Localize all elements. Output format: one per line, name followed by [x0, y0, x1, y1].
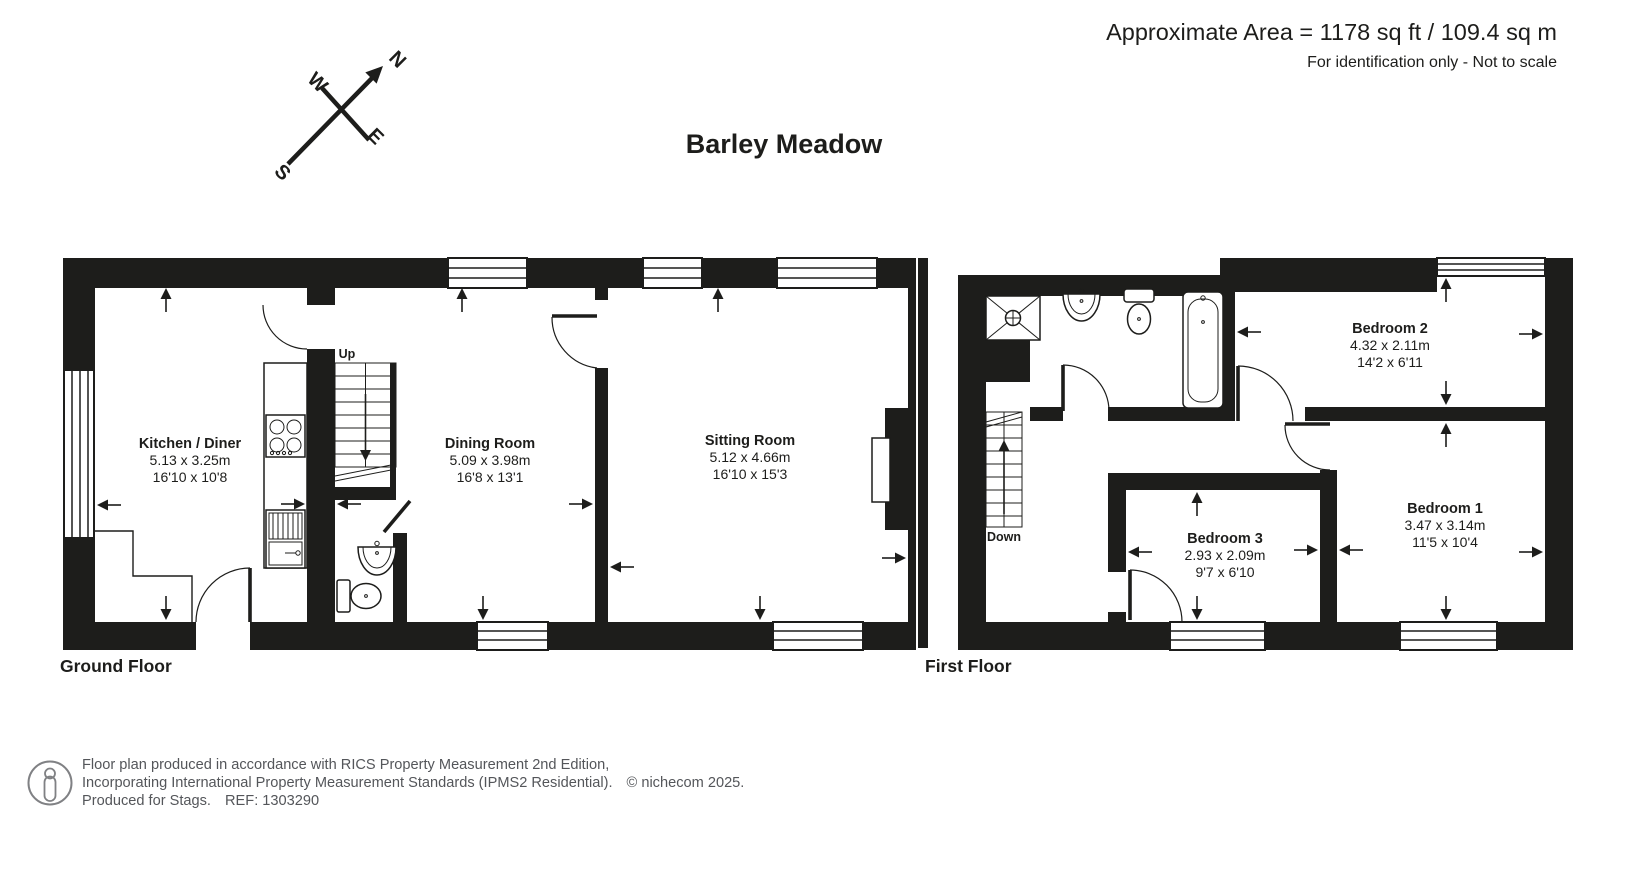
first-floor-walls [918, 258, 1573, 650]
svg-text:Bedroom 2: Bedroom 2 [1352, 321, 1428, 337]
first-floor-label: First Floor [925, 656, 1012, 676]
compass-east-label: E [363, 124, 388, 149]
hob-icon [265, 414, 306, 458]
footer-line-1: Floor plan produced in accordance with R… [82, 757, 609, 773]
shower-icon [985, 295, 1041, 341]
bath-icon [1182, 291, 1224, 409]
basin-icon [357, 540, 397, 576]
room-label-bedroom-3: Bedroom 3 2.93 x 2.09m 9'7 x 6'10 [1185, 531, 1266, 580]
ground-floor-label: Ground Floor [60, 656, 172, 676]
svg-text:Sitting Room: Sitting Room [705, 433, 795, 449]
dimension-arrows-ground [97, 288, 906, 620]
toilet-icon [1123, 288, 1155, 335]
svg-text:5.13 x 3.25m: 5.13 x 3.25m [150, 452, 231, 468]
room-label-bedroom-1: Bedroom 1 3.47 x 3.14m 11'5 x 10'4 [1405, 501, 1486, 550]
room-label-dining-room: Dining Room 5.09 x 3.98m 16'8 x 13'1 [445, 436, 535, 485]
svg-text:16'10 x 15'3: 16'10 x 15'3 [713, 466, 788, 482]
toilet-icon [336, 579, 382, 613]
stairs-up: Up [334, 347, 397, 482]
header: Approximate Area = 1178 sq ft / 109.4 sq… [686, 19, 1557, 159]
svg-text:Kitchen / Diner: Kitchen / Diner [139, 436, 242, 452]
svg-text:9'7 x 6'10: 9'7 x 6'10 [1195, 564, 1254, 580]
stairs-up-label: Up [339, 347, 356, 361]
ground-floor-plan: Up [60, 257, 916, 676]
svg-text:3.47 x 3.14m: 3.47 x 3.14m [1405, 517, 1486, 533]
svg-text:4.32 x 2.11m: 4.32 x 2.11m [1350, 337, 1430, 353]
sink-icon [265, 509, 306, 569]
svg-text:2.93 x 2.09m: 2.93 x 2.09m [1185, 547, 1266, 563]
fireplace [871, 437, 891, 503]
first-floor-plan: Down Bedroom 2 4.32 x 2.11m [918, 257, 1573, 676]
compass-icon: N W E S [270, 47, 410, 185]
footer: Floor plan produced in accordance with R… [27, 757, 744, 809]
page-title: Barley Meadow [686, 129, 884, 159]
footer-line-2: Incorporating International Property Mea… [82, 775, 744, 791]
room-label-sitting-room: Sitting Room 5.12 x 4.66m 16'10 x 15'3 [705, 433, 795, 482]
window-icon [63, 257, 878, 651]
svg-text:14'2 x 6'11: 14'2 x 6'11 [1357, 354, 1423, 370]
person-icon [27, 760, 73, 806]
reference-number: REF: 1303290 [225, 793, 319, 809]
footer-line-3: Produced for Stags.REF: 1303290 [82, 793, 319, 809]
svg-text:Dining Room: Dining Room [445, 436, 535, 452]
copyright-text: © nichecom 2025. [627, 775, 745, 791]
door-arc [1061, 364, 1331, 623]
compass-north-label: N [384, 47, 410, 73]
basin-icon [1062, 288, 1101, 322]
room-label-bedroom-2: Bedroom 2 4.32 x 2.11m 14'2 x 6'11 [1350, 321, 1430, 370]
scale-note-text: For identification only - Not to scale [1307, 54, 1557, 71]
approximate-area-text: Approximate Area = 1178 sq ft / 109.4 sq… [1106, 19, 1557, 45]
window-icon [1169, 257, 1546, 651]
stairs-down-label: Down [987, 530, 1021, 544]
room-label-kitchen-diner: Kitchen / Diner 5.13 x 3.25m 16'10 x 10'… [139, 436, 242, 485]
svg-text:Bedroom 3: Bedroom 3 [1187, 531, 1263, 547]
svg-text:16'8 x 13'1: 16'8 x 13'1 [457, 469, 524, 485]
svg-text:11'5 x 10'4: 11'5 x 10'4 [1412, 534, 1478, 550]
svg-text:5.12 x 4.66m: 5.12 x 4.66m [710, 449, 791, 465]
stairs-down: Down [985, 411, 1023, 544]
kitchen-counter [263, 362, 308, 569]
door-arc [195, 304, 598, 623]
svg-text:16'10 x 10'8: 16'10 x 10'8 [153, 469, 228, 485]
svg-text:Bedroom 1: Bedroom 1 [1407, 501, 1483, 517]
dimension-arrows-first [1128, 278, 1543, 620]
svg-text:5.09 x 3.98m: 5.09 x 3.98m [450, 452, 531, 468]
kitchen-step [95, 530, 193, 622]
